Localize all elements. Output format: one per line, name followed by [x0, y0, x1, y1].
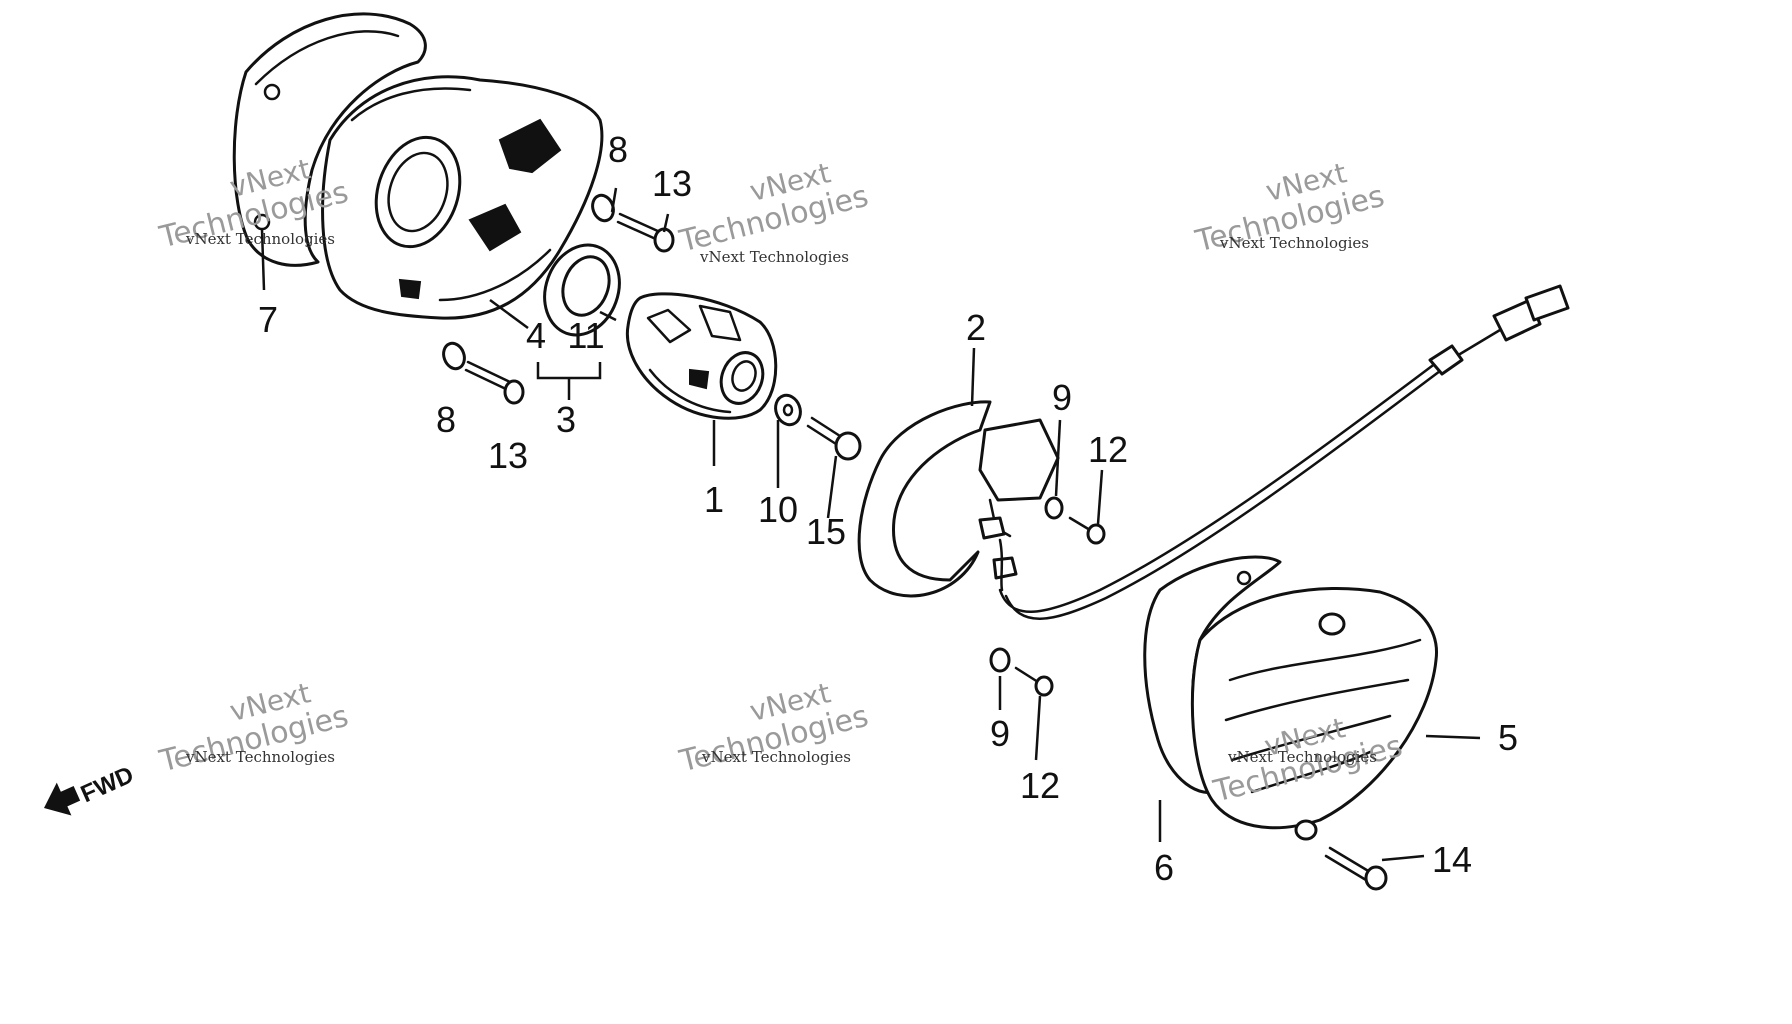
screw-part-14: [1324, 846, 1388, 891]
watermark-2: vNext Technologies: [675, 156, 871, 259]
washer-part-10: [774, 393, 802, 427]
watermark-caption-3: vNext Technologies: [1219, 234, 1369, 252]
callout-7: 7: [258, 299, 278, 340]
callout-5: 5: [1498, 717, 1518, 758]
watermark-caption-2: vNext Technologies: [699, 248, 849, 266]
callout-10: 10: [758, 489, 798, 530]
washer-part-9-lower: [989, 647, 1011, 673]
callout-9-upper: 9: [1052, 377, 1072, 418]
callout-8-upper: 8: [608, 129, 628, 170]
callout-4: 4: [526, 315, 546, 356]
leader-lines: [260, 187, 1481, 862]
fwd-label: FWD: [77, 761, 138, 808]
callout-6: 6: [1154, 847, 1174, 888]
screw-part-12-lower: [1014, 666, 1054, 697]
callout-12-upper: 12: [1088, 429, 1128, 470]
bolt-part-13-lower: [464, 360, 525, 405]
gasket-part-7: [232, 12, 427, 267]
callout-15: 15: [806, 511, 846, 552]
watermark-caption-4: vNext Technologies: [185, 748, 335, 766]
callout-12-lower: 12: [1020, 765, 1060, 806]
callout-11: 11: [567, 315, 604, 356]
callout-8-lower: 8: [436, 399, 456, 440]
callout-2: 2: [966, 307, 986, 348]
callout-13-lower: 13: [488, 435, 528, 476]
watermark-caption-1: vNext Technologies: [185, 230, 335, 248]
callout-3: 3: [556, 399, 576, 440]
bolt-part-13-upper: [616, 212, 675, 253]
housing-part-4: [321, 75, 604, 320]
callout-14: 14: [1432, 839, 1472, 880]
washer-part-8-lower: [442, 341, 466, 371]
cover-part-5: [1190, 587, 1438, 841]
fwd-arrow-icon: FWD: [44, 761, 138, 816]
watermark-caption-5: vNext Technologies: [701, 748, 851, 766]
callout-13-upper: 13: [652, 163, 692, 204]
screw-part-12-upper: [1068, 516, 1106, 545]
watermark-caption-6: vNext Technologies: [1227, 748, 1377, 766]
callout-1: 1: [704, 479, 724, 520]
pulse-generator-part-2: [857, 400, 1060, 598]
callout-9-lower: 9: [990, 713, 1010, 754]
rotor-assembly-part-1: [625, 292, 778, 420]
wire-harness: [998, 284, 1570, 620]
bolt-part-15: [806, 416, 862, 461]
washer-part-9-upper: [1044, 496, 1064, 520]
